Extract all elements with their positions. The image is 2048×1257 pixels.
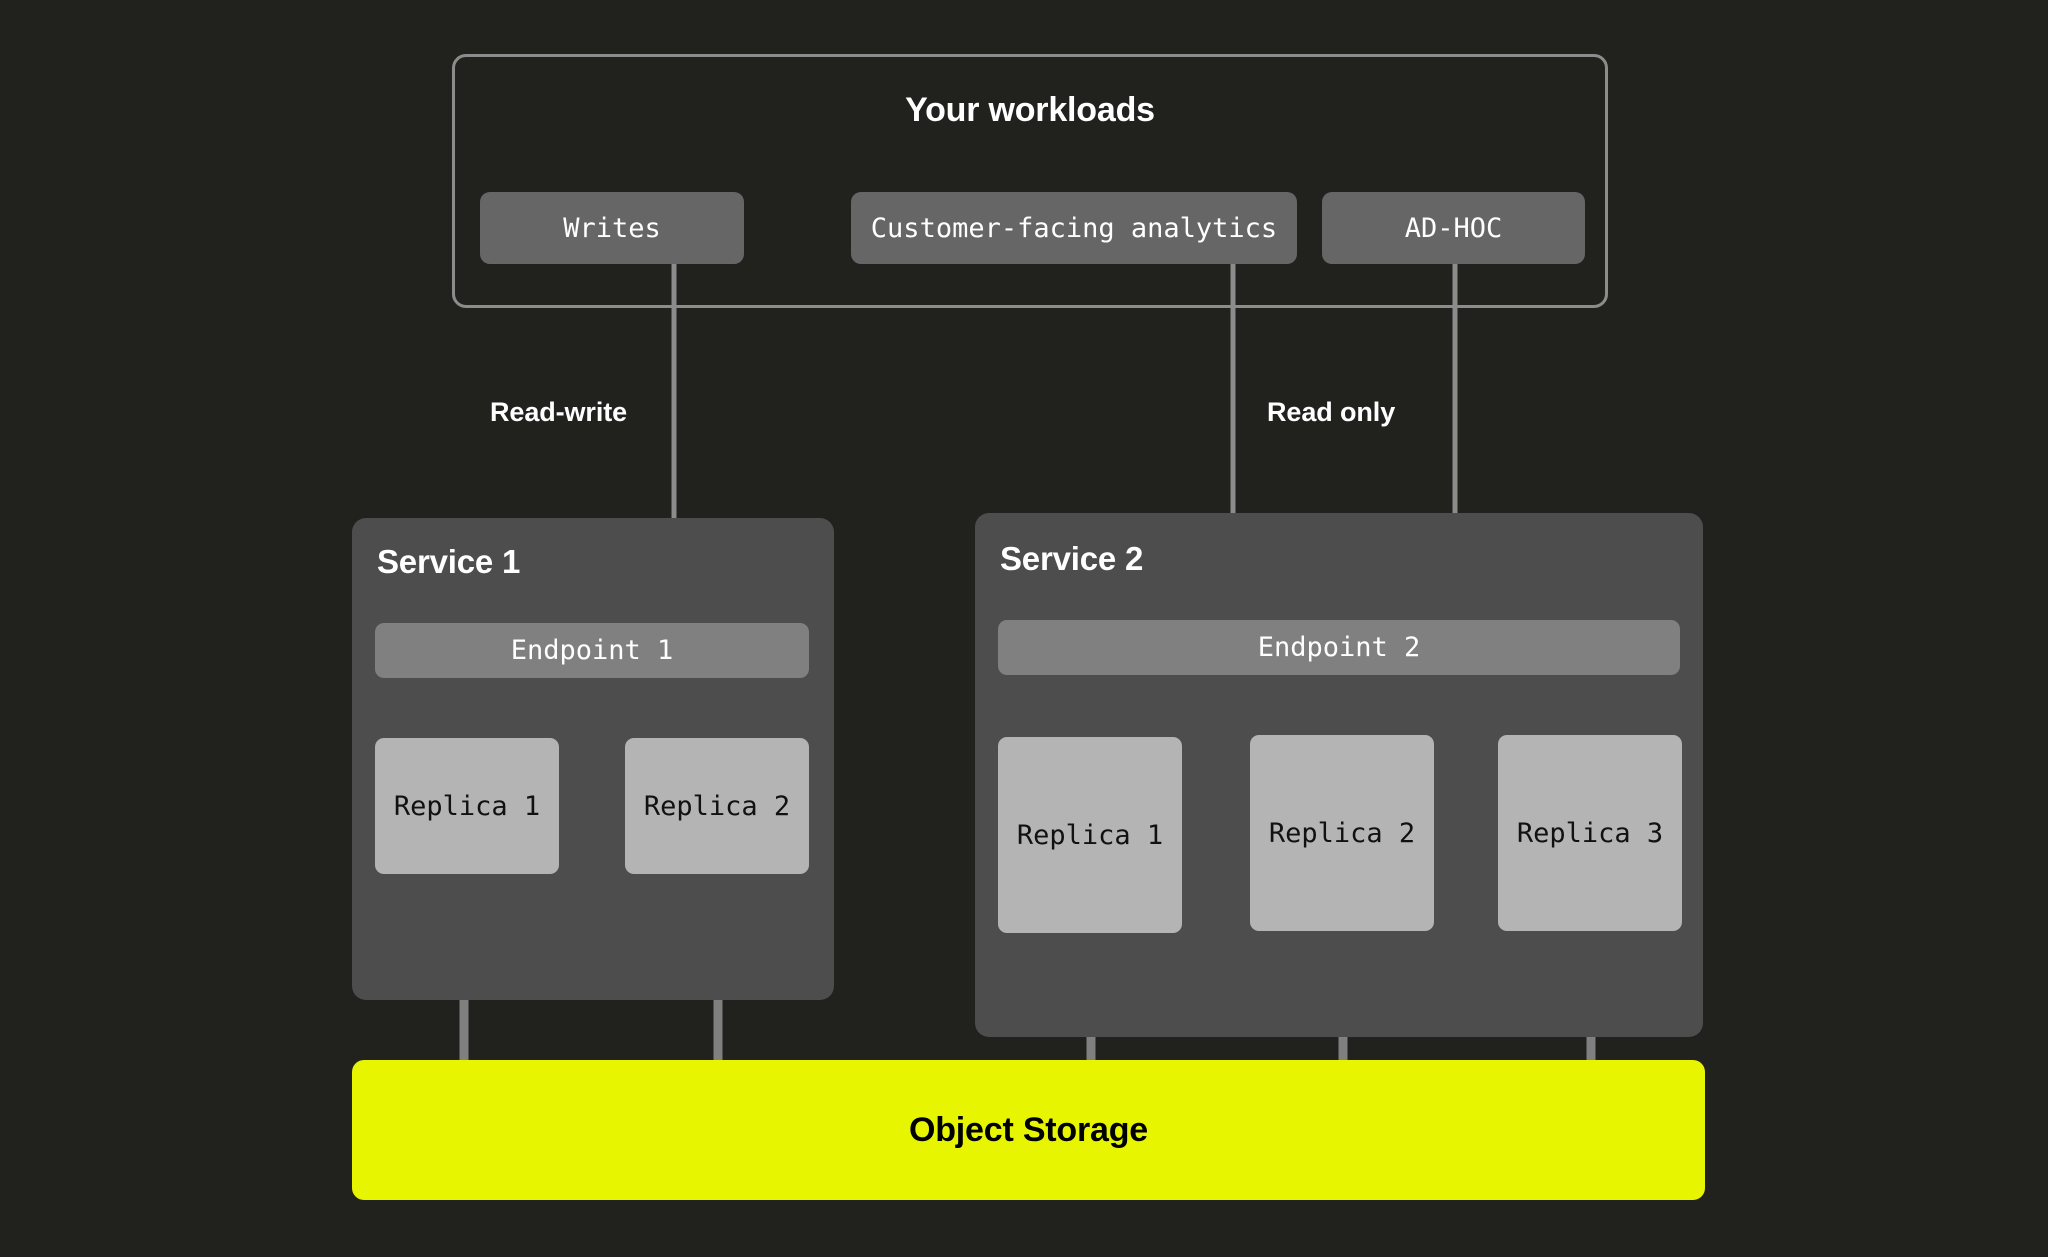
- workload-chip-ad-hoc[interactable]: AD-HOC: [1322, 192, 1585, 264]
- service-2-replica-1-label: Replica 1: [1016, 819, 1164, 851]
- service-1-replica-1-label: Replica 1: [393, 790, 541, 822]
- workload-chip-writes[interactable]: Writes: [480, 192, 744, 264]
- object-storage-bar[interactable]: Object Storage: [352, 1060, 1705, 1200]
- service-1-title: Service 1: [377, 543, 521, 580]
- workload-chip-customer-facing-analytics[interactable]: Customer-facing analytics: [851, 192, 1297, 264]
- your-workloads-title: Your workloads: [905, 91, 1155, 129]
- service-1-endpoint-label: Endpoint 1: [510, 635, 674, 666]
- service-2-replica-1[interactable]: Replica 1: [998, 737, 1182, 933]
- service-2-replica-3[interactable]: Replica 3: [1498, 735, 1682, 931]
- edge-label-read-write: Read-write: [490, 397, 628, 427]
- service-1-replica-2[interactable]: Replica 2: [625, 738, 809, 874]
- service-2-endpoint-label: Endpoint 2: [1257, 632, 1421, 663]
- service-2-title: Service 2: [1000, 540, 1144, 577]
- service-1-replica-1[interactable]: Replica 1: [375, 738, 559, 874]
- your-workloads-container: [452, 54, 1608, 308]
- edge-label-read-only: Read only: [1267, 397, 1396, 427]
- service-1-replica-2-label: Replica 2: [643, 790, 791, 822]
- service-2-replica-2[interactable]: Replica 2: [1250, 735, 1434, 931]
- service-2-endpoint[interactable]: Endpoint 2: [998, 620, 1680, 675]
- workload-chip-adhoc-label: AD-HOC: [1404, 212, 1503, 244]
- workload-chip-writes-label: Writes: [563, 212, 661, 244]
- service-1-endpoint[interactable]: Endpoint 1: [375, 623, 809, 678]
- object-storage-label: Object Storage: [908, 1110, 1149, 1149]
- service-2-replica-3-label: Replica 3: [1516, 817, 1664, 849]
- workload-chip-analytics-label: Customer-facing analytics: [870, 212, 1278, 244]
- service-2-replica-2-label: Replica 2: [1268, 817, 1416, 849]
